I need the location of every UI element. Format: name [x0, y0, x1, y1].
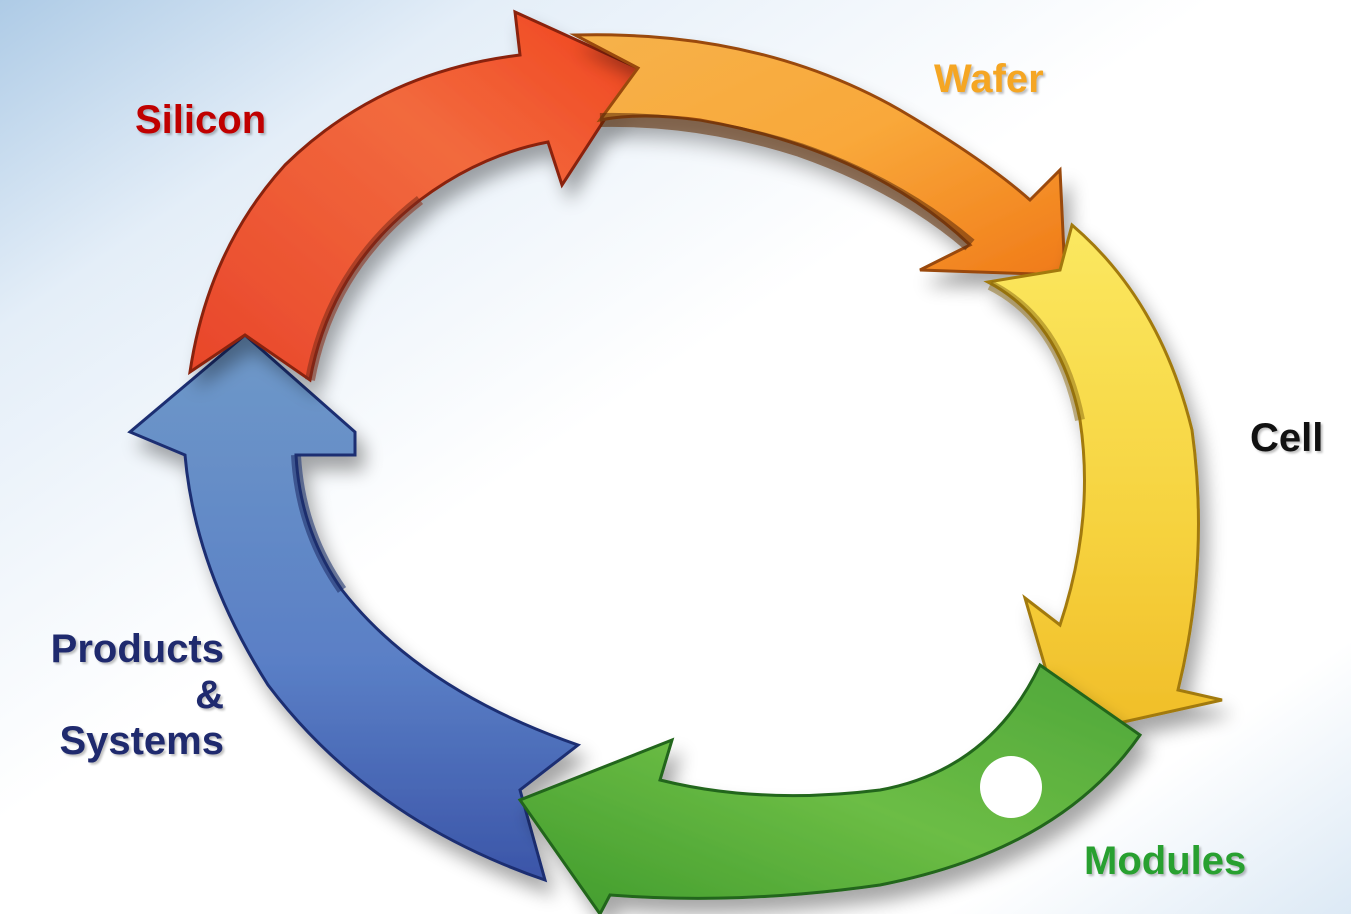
- products-line-3: Systems: [59, 719, 224, 763]
- products-line-1: Products: [50, 627, 224, 671]
- stage-label-silicon: Silicon: [135, 98, 267, 142]
- stage-label-modules: Modules: [1084, 839, 1247, 883]
- stage-label-wafer: Wafer: [934, 57, 1044, 101]
- arrow-products: [127, 333, 582, 883]
- stage-label-cell: Cell: [1250, 416, 1324, 460]
- arrow-cell: [983, 222, 1223, 737]
- arrow-silicon: [188, 9, 641, 383]
- arrow-modules: [517, 662, 1143, 917]
- white-dot: [980, 756, 1042, 818]
- arrow-wafer: [569, 33, 1067, 277]
- stage-label-products: Products & Systems: [18, 626, 224, 764]
- products-line-2: &: [195, 673, 224, 717]
